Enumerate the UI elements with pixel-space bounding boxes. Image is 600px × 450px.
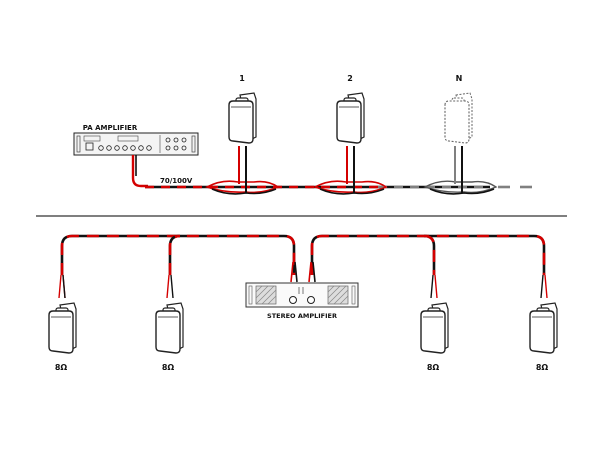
pa-amplifier-label: PA AMPLIFIER — [83, 124, 138, 132]
left-channel-wiring — [58, 234, 298, 299]
speaker-label: 1 — [239, 74, 245, 83]
pa-amplifier — [73, 132, 199, 156]
impedance-label: 8Ω — [427, 363, 440, 372]
speaker-2: 2 — [313, 74, 388, 195]
impedance-label: 8Ω — [162, 363, 175, 372]
right-channel-wiring — [308, 234, 548, 299]
speaker-n: N — [423, 74, 498, 195]
speaker-label: 2 — [347, 74, 353, 83]
impedance-label: 8Ω — [536, 363, 549, 372]
stereo-system-section: STEREO AMPLIFIER 8Ω 8Ω 8Ω 8Ω — [48, 234, 558, 372]
volume-knob-left — [289, 296, 297, 304]
speaker-1: 1 — [205, 74, 280, 195]
impedance-label: 8Ω — [55, 363, 68, 372]
speaker-right-2: 8Ω — [529, 302, 558, 372]
stereo-amplifier-label: STEREO AMPLIFIER — [267, 312, 337, 320]
speaker-right-1: 8Ω — [420, 302, 449, 372]
line-voltage-label: 70/100V — [160, 177, 193, 185]
speaker-left-2: 8Ω — [155, 302, 184, 372]
speaker-label: N — [456, 74, 463, 83]
stereo-amplifier: STEREO AMPLIFIER — [245, 282, 359, 320]
speaker-left-1: 8Ω — [48, 302, 77, 372]
pa-system-section: PA AMPLIFIER 70/100V — [73, 74, 532, 195]
volume-knob-right — [307, 296, 315, 304]
pa-output-wire — [131, 155, 148, 188]
